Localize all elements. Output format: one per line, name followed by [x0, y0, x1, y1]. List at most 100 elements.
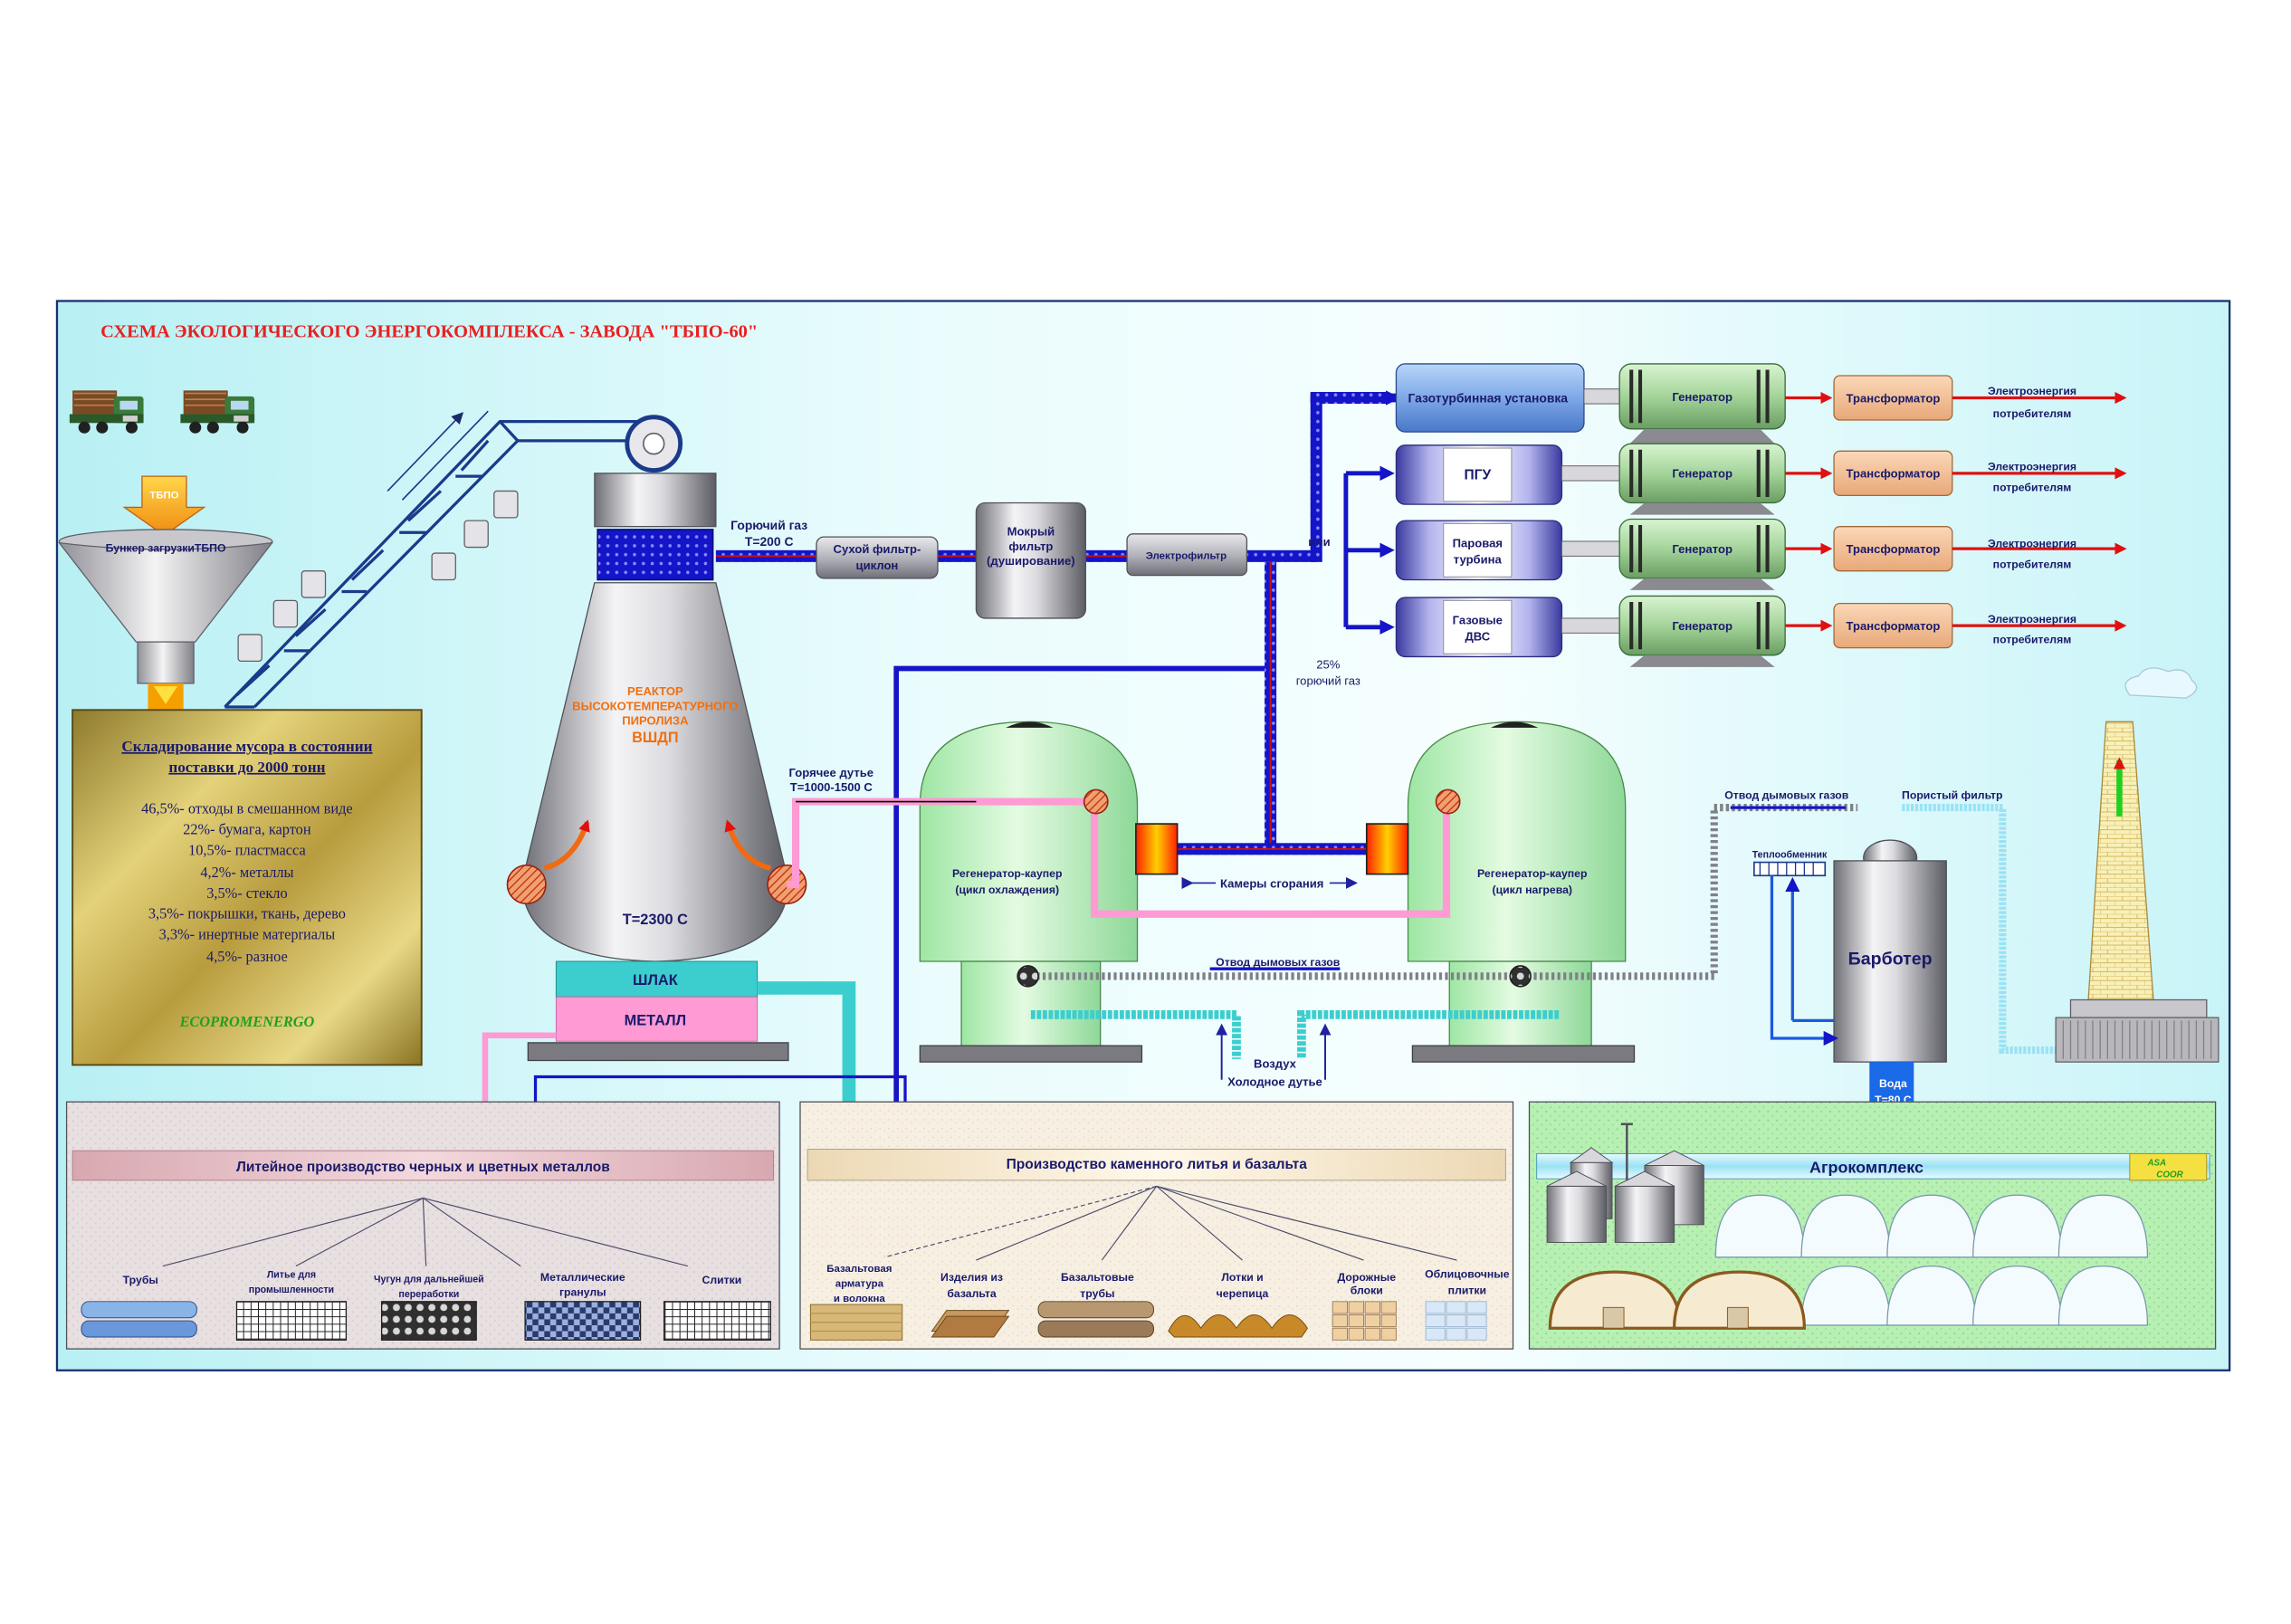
road-blocks-product-icon — [1332, 1301, 1397, 1341]
castings-product-icon — [235, 1301, 348, 1341]
pyrolysis-reactor — [521, 473, 789, 1062]
valve-icon — [1083, 788, 1109, 815]
generator-label: Генератор — [1672, 619, 1733, 633]
generator-label: Генератор — [1672, 542, 1733, 556]
product-label: блоки — [1351, 1285, 1383, 1297]
garbage-truck-icon — [180, 390, 255, 434]
regenerator-right — [1407, 721, 1636, 1063]
power-unit-label: Газотурбинная установка — [1408, 390, 1568, 405]
regenerator-left — [919, 721, 1143, 1063]
generator — [1618, 443, 1786, 515]
product-label: переработки — [398, 1289, 459, 1300]
dry-filter-label: циклон — [856, 559, 899, 572]
valve-icon — [1435, 788, 1461, 815]
porous-filter-label: Пористый фильтр — [1902, 788, 2002, 801]
combustion-chamber — [1365, 823, 1409, 875]
agro-logo-text: ASA — [2146, 1158, 2166, 1168]
valve-icon — [1017, 965, 1039, 988]
metal-label: МЕТАЛЛ — [625, 1012, 686, 1028]
output-label: Электроэнергия — [1988, 385, 2076, 397]
electrofilter-label: Электрофильтр — [1146, 551, 1227, 562]
wet-filter-label: Мокрый — [1007, 524, 1055, 538]
basalt-title-bar — [807, 1149, 1506, 1181]
dry-filter-cyclone — [816, 536, 939, 579]
generator — [1618, 518, 1786, 590]
air-label: Воздух — [1254, 1057, 1297, 1071]
product-label: Металлические — [540, 1271, 625, 1284]
product-label: Чугун для дальнейшей — [374, 1275, 484, 1285]
basalt-title: Производство каменного литья и базальта — [1007, 1157, 1308, 1172]
foundry-tree — [162, 1197, 688, 1267]
combustion-chambers-label: Камеры сгорания — [1220, 876, 1323, 890]
generator — [1618, 595, 1786, 667]
reactor-label: ВЫСОКОТЕМПЕРАТУРНОГО — [572, 699, 738, 712]
bunker-label: Бункер загрузкиТБПО — [106, 541, 226, 554]
facing-tiles-product-icon — [1425, 1301, 1487, 1341]
loading-bunker — [57, 529, 274, 711]
gas-engine-unit — [1395, 597, 1563, 658]
product-label: промышленности — [249, 1285, 334, 1295]
reactor-label: ПИРОЛИЗА — [622, 714, 689, 728]
product-label: арматура — [835, 1278, 884, 1289]
valve-icon — [1509, 965, 1532, 988]
power-unit-label: Паровая — [1453, 537, 1503, 550]
basalt-tree — [883, 1185, 1457, 1261]
product-label: плитки — [1448, 1285, 1486, 1297]
list-item: 4,2%- металлы — [200, 864, 293, 881]
list-item: 3,5%- стекло — [206, 884, 287, 902]
output-label: потребителям — [1993, 481, 2072, 493]
storage-heading: поставки до 2000 тонн — [168, 759, 325, 776]
regenerator-label: (цикл охлаждения) — [955, 884, 1059, 896]
hot-blast-label: Горячее дутье — [789, 766, 873, 779]
agro-logo — [2129, 1152, 2208, 1181]
tiles-product-icon — [1168, 1314, 1308, 1338]
product-label: Дорожные — [1337, 1271, 1396, 1284]
combustion-chamber — [1135, 823, 1179, 875]
tbpo-label: ТБПО — [149, 491, 178, 502]
garbage-truck-icon — [69, 390, 144, 434]
product-label: Трубы — [123, 1274, 158, 1286]
dry-filter-label: Сухой фильтр- — [834, 542, 921, 556]
product-label: Изделия из — [940, 1271, 1003, 1284]
pig-iron-product-icon — [380, 1301, 477, 1341]
or-label: или — [1308, 535, 1330, 549]
water-label: Вода — [1879, 1077, 1907, 1090]
regenerator-label: (цикл нагрева) — [1493, 884, 1572, 896]
product-label: трубы — [1080, 1287, 1114, 1300]
list-item: 22%- бумага, картон — [183, 821, 311, 838]
smoke-cloud-icon — [2124, 667, 2198, 699]
grain-silos-icon — [1546, 1122, 1704, 1243]
output-label: Электроэнергия — [1988, 461, 2076, 473]
skip-buckets — [237, 490, 519, 662]
power-unit-label: ДВС — [1465, 629, 1490, 643]
foundry-title: Литейное производство черных и цветных м… — [236, 1160, 610, 1175]
output-label: потребителям — [1993, 407, 2072, 420]
reactor-label: ВШДП — [632, 730, 679, 746]
generator-label: Генератор — [1672, 390, 1733, 404]
electrofilter — [1126, 533, 1248, 577]
porous-filter-pipe — [1902, 804, 2059, 1055]
reactor-temp: Т=2300 С — [623, 912, 688, 928]
basalt-panel — [799, 1101, 1514, 1350]
bubbler — [1833, 839, 1947, 1063]
wet-filter-label: фильтр — [1008, 540, 1053, 553]
foundry-title-bar — [72, 1150, 775, 1181]
skip-conveyor — [224, 410, 654, 709]
heat-exchanger-label: Теплообменник — [1752, 850, 1828, 861]
gas-label: Горючий газ — [730, 518, 807, 532]
product-label: и волокна — [834, 1294, 885, 1304]
product-label: Облицовочные — [1425, 1268, 1510, 1281]
chimney — [2055, 721, 2219, 1063]
transformer-label: Трансформатор — [1846, 467, 1940, 481]
transformer-label: Трансформатор — [1846, 619, 1940, 633]
output-label: Электроэнергия — [1988, 613, 2076, 626]
burner-icon — [506, 865, 547, 905]
product-label: базальта — [947, 1287, 997, 1300]
agro-logo-text: COOR — [2156, 1170, 2183, 1180]
gas-label: Т=200 С — [745, 534, 794, 549]
gas-25-label: 25% — [1316, 658, 1341, 672]
basalt-pipes-product-icon — [1037, 1301, 1154, 1338]
list-item: 3,5%- покрышки, ткань, дерево — [148, 905, 346, 922]
heat-exchanger — [1753, 861, 1827, 877]
